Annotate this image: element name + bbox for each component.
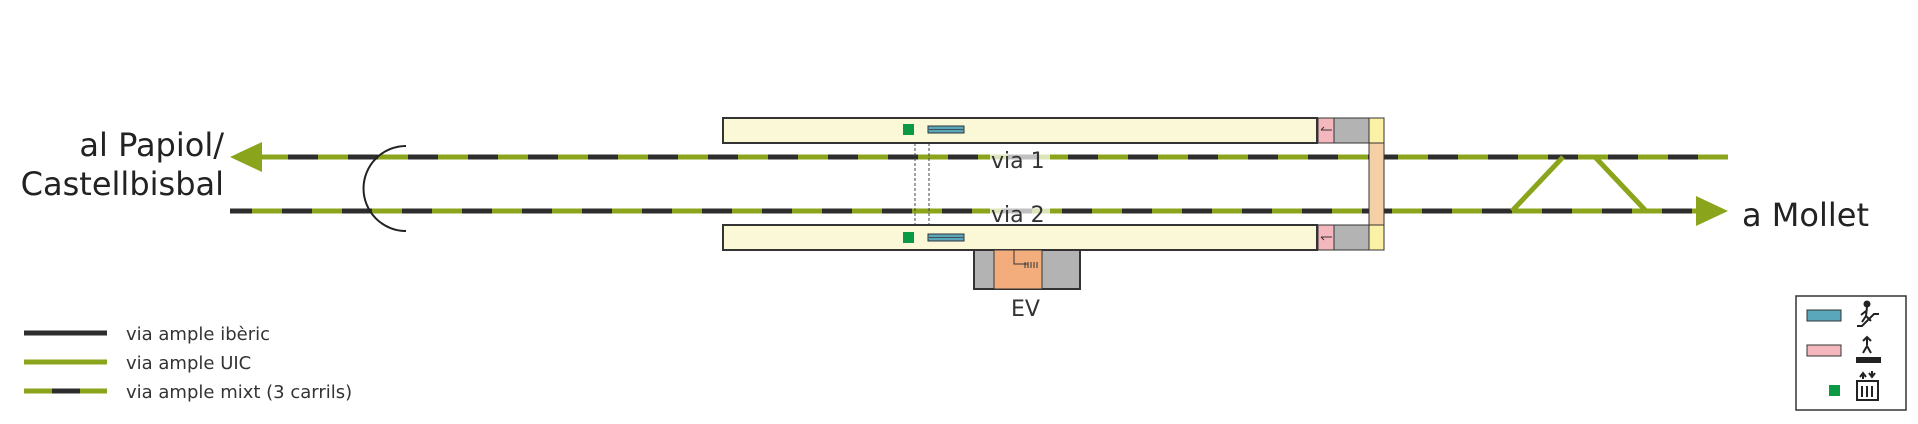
destination-left-line1: al Papiol/ — [79, 126, 224, 164]
gray-block — [1333, 117, 1370, 144]
arrow-right-icon — [1696, 196, 1728, 226]
gray-block — [1333, 224, 1370, 251]
track-crossing — [914, 143, 930, 225]
arrow-left-icon — [230, 142, 262, 172]
destination-right: a Mollet — [1742, 196, 1869, 234]
platform-2 — [722, 224, 1370, 251]
stairs-icon — [1856, 335, 1881, 363]
stairs-swatch — [1806, 344, 1842, 357]
escalator-swatch — [1806, 309, 1842, 322]
track-label-via-1: via 1 — [991, 149, 1045, 174]
legend-label-iberic: via ample ibèric — [126, 324, 270, 345]
elevator-swatch — [1829, 385, 1840, 396]
legend-label-mixed: via ample mixt (3 carrils) — [126, 382, 352, 403]
track-label-via-2: via 2 — [991, 203, 1045, 228]
building-label: EV — [1011, 297, 1040, 322]
tunnel-portal — [362, 145, 407, 232]
elevator-icon — [1856, 371, 1879, 401]
facilities-legend — [1795, 295, 1907, 411]
crossover — [1510, 155, 1648, 213]
escalator-icon — [1857, 300, 1879, 327]
station-building — [973, 249, 1081, 290]
destination-left-line2: Castellbisbal — [21, 165, 224, 203]
elevator-marker — [903, 232, 914, 243]
track-legend: via ample ibèric via ample UIC via ample… — [24, 324, 352, 403]
legend-label-uic: via ample UIC — [126, 353, 251, 374]
platform-1 — [722, 117, 1370, 144]
elevator-marker — [903, 124, 914, 135]
underpass-connector — [1368, 117, 1385, 251]
